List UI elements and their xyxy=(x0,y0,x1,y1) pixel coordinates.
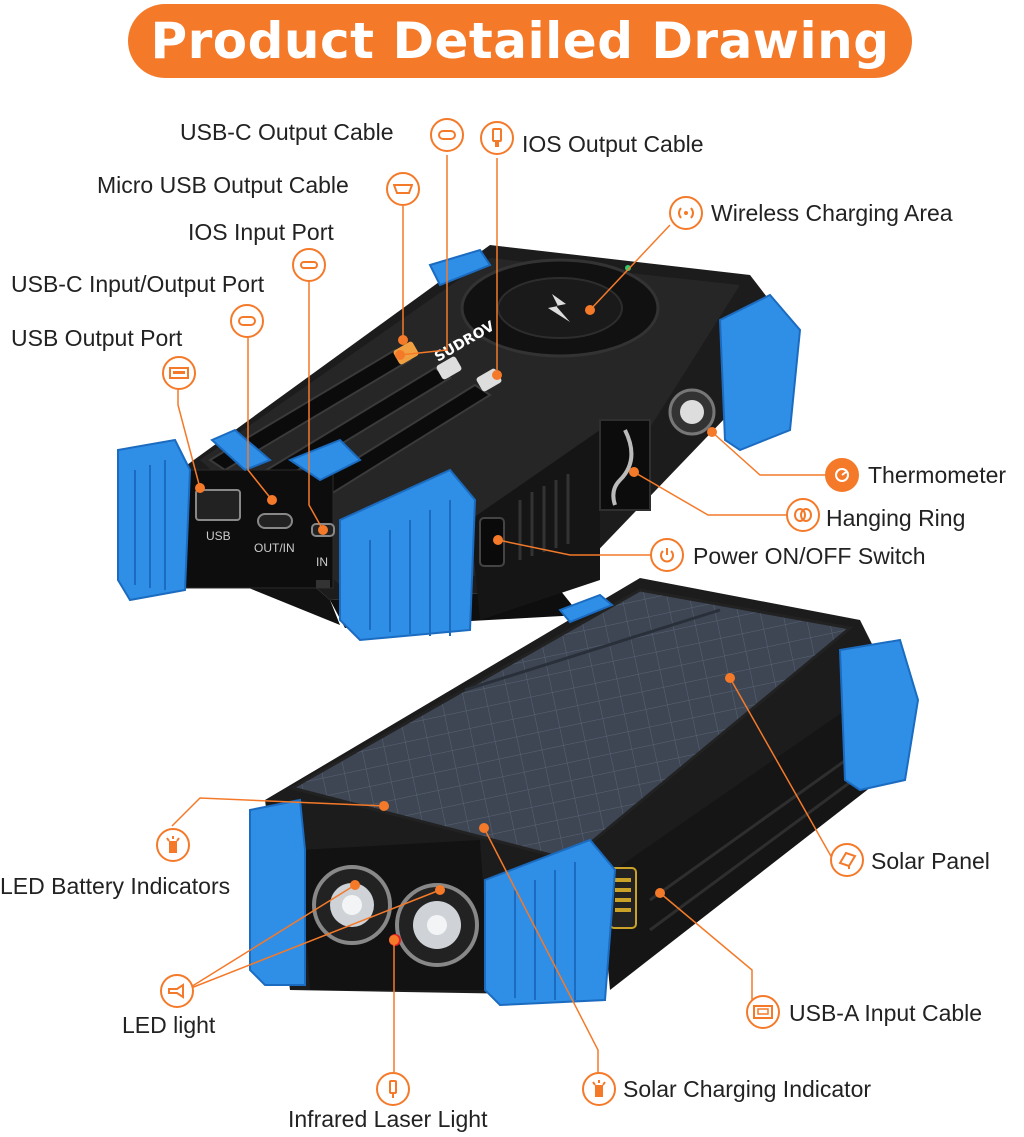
lightning-port-icon xyxy=(292,248,326,282)
label-usb-c-input-output-port: USB-C Input/Output Port xyxy=(11,271,265,297)
page-title: Product Detailed Drawing xyxy=(150,12,890,70)
laser-icon xyxy=(376,1072,410,1106)
label-usb-a-input-cable: USB-A Input Cable xyxy=(789,1000,983,1026)
label-infrared-laser-light: Infrared Laser Light xyxy=(288,1106,488,1132)
label-led-battery-indicators: LED Battery Indicators xyxy=(0,873,231,899)
port-label-in: IN xyxy=(316,555,328,569)
power-bank-solar-view xyxy=(249,578,920,1007)
battery-indicator-icon xyxy=(156,828,190,862)
micro-usb-icon xyxy=(386,172,420,206)
label-hanging-ring: Hanging Ring xyxy=(826,505,966,531)
label-usb-output-port: USB Output Port xyxy=(11,325,183,351)
label-solar-panel: Solar Panel xyxy=(871,848,990,874)
port-label-out-in: OUT/IN xyxy=(254,541,295,555)
label-solar-charging-indicator: Solar Charging Indicator xyxy=(623,1076,872,1102)
label-micro-usb-output-cable: Micro USB Output Cable xyxy=(97,172,349,198)
usb-a-cable-icon xyxy=(746,995,780,1029)
label-led-light: LED light xyxy=(122,1012,216,1038)
label-ios-output-cable: IOS Output Cable xyxy=(522,131,704,157)
label-usb-c-output-cable: USB-C Output Cable xyxy=(180,119,394,145)
thermometer-icon xyxy=(825,458,859,492)
usb-c-port-icon xyxy=(230,304,264,338)
label-power-switch: Power ON/OFF Switch xyxy=(693,543,926,569)
flashlight-icon xyxy=(160,974,194,1008)
label-wireless-charging-area: Wireless Charging Area xyxy=(711,200,953,226)
hanging-ring-icon xyxy=(786,498,820,532)
title-banner: Product Detailed Drawing xyxy=(128,4,912,78)
wireless-charging-icon xyxy=(669,196,703,230)
label-thermometer: Thermometer xyxy=(868,462,1007,488)
usb-c-icon xyxy=(430,118,464,152)
power-bank-top-view: SUDROV USB OUT/IN IN xyxy=(117,245,802,642)
leader-dots xyxy=(195,305,735,945)
solar-indicator-icon xyxy=(582,1072,616,1106)
label-ios-input-port: IOS Input Port xyxy=(188,219,334,245)
solar-panel-icon xyxy=(830,843,864,877)
power-icon xyxy=(650,538,684,572)
port-label-usb: USB xyxy=(206,529,231,543)
usb-port-icon xyxy=(162,356,196,390)
lightning-connector-icon xyxy=(480,121,514,155)
